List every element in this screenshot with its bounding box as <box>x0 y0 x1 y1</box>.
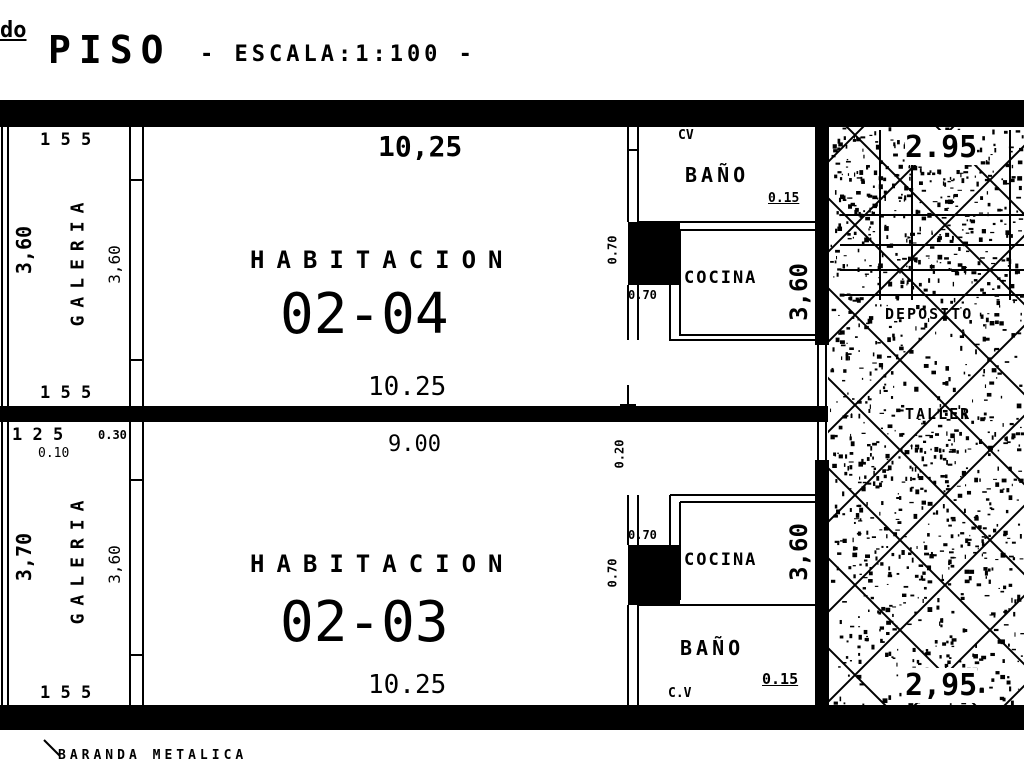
duct-dim-a: 0.70 <box>605 558 620 588</box>
duct-dim-b: 0.70 <box>628 528 657 542</box>
galeria-outer-height: 3,70 <box>12 532 37 582</box>
bano-cv: C.V <box>668 686 692 701</box>
galeria-label: GALERIA <box>67 492 89 625</box>
galeria-top-dim: 1 5 5 <box>40 130 92 150</box>
bano-label: BAÑO <box>685 163 750 187</box>
deposito-label: DEPOSITO <box>885 305 974 323</box>
floor-ordinal: do <box>0 18 27 43</box>
bano-dim: 0.15 <box>768 191 800 206</box>
right-wall-upper <box>815 125 829 345</box>
bano-label: BAÑO <box>680 636 745 660</box>
galeria-label: GALERIA <box>67 194 89 327</box>
scale-label: - ESCALA:1:100 - <box>200 42 476 67</box>
hatched-storage-area <box>828 125 1024 708</box>
storage-bottom-dim: 2,95 <box>905 668 978 703</box>
floor-title: PISO <box>48 28 172 72</box>
wall-gap-dim: 0.20 <box>612 439 627 469</box>
galeria-inner-height: 3,60 <box>104 245 124 284</box>
galeria-inner-height: 3,60 <box>104 545 124 584</box>
duct-upper <box>628 222 680 285</box>
habitacion-label: HABITACION <box>250 246 515 274</box>
habitacion-width-top: 10,25 <box>378 130 463 163</box>
habitacion-width-bottom: 10.25 <box>368 670 447 700</box>
cocina-label: COCINA <box>684 268 758 288</box>
bano-dim: 0.15 <box>762 670 799 688</box>
bano-cv: CV <box>678 128 694 143</box>
galeria-top-small-dim: 0.10 <box>38 446 70 461</box>
thin-lines <box>1 127 827 757</box>
cocina-label: COCINA <box>684 550 758 570</box>
duct-dim-b: 0.70 <box>628 288 657 302</box>
habitacion-label: HABITACION <box>250 550 515 578</box>
galeria-outer-height: 3,60 <box>12 225 37 275</box>
duct-dim-a: 0.70 <box>605 235 620 265</box>
galeria-top-dim: 1 2 5 <box>12 425 64 445</box>
duct-lower <box>628 545 680 605</box>
habitacion-width-top: 9.00 <box>388 432 441 457</box>
galeria-bottom-dim: 1 5 5 <box>40 383 92 403</box>
cocina-height: 3,60 <box>784 523 813 581</box>
unit-number: 02-04 <box>280 282 449 347</box>
cocina-height: 3,60 <box>784 263 813 321</box>
party-wall <box>0 406 828 422</box>
unit-number: 02-03 <box>280 590 449 655</box>
galeria-bottom-dim: 1 5 5 <box>40 683 92 703</box>
bottom-wall <box>0 705 1024 730</box>
top-wall <box>0 100 1024 127</box>
walls <box>0 100 1024 730</box>
galeria-corner-dim: 0.30 <box>98 428 127 442</box>
habitacion-width-bottom: 10.25 <box>368 372 447 402</box>
right-wall-lower <box>815 460 829 707</box>
storage-top-dim: 2.95 <box>905 130 978 165</box>
taller-label: TALLER <box>905 405 972 423</box>
baranda-note: BARANDA METALICA <box>58 748 248 763</box>
